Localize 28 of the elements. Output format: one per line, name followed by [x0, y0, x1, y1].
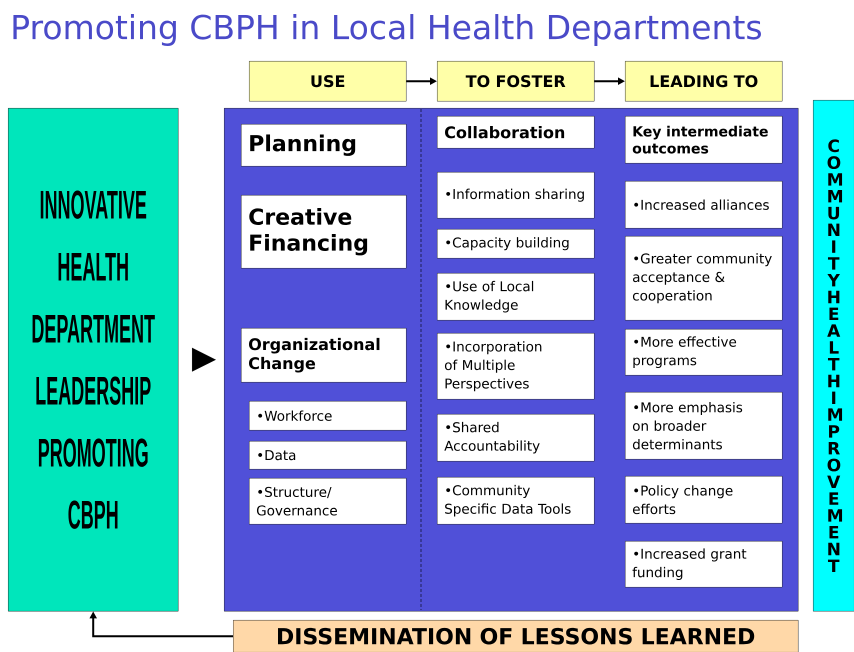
text-box: •Information sharing: [437, 172, 594, 218]
text-box: Organizational Change: [241, 328, 406, 382]
text-box: Collaboration: [437, 116, 594, 148]
heading-box: LEADING TO: [625, 61, 782, 102]
text-box: •Structure/ Governance: [249, 478, 406, 524]
text-box: •Community Specific Data Tools: [437, 477, 594, 524]
text-box: •More emphasis on broader determinants: [625, 392, 782, 460]
text-box: Key intermediate outcomes: [625, 116, 782, 164]
title: Promoting CBPH in Local Health Departments: [13, 14, 761, 46]
text-box: •Use of Local Knowledge: [437, 273, 594, 320]
heading-box: TO FOSTER: [437, 61, 594, 102]
text-box: •Workforce: [249, 401, 406, 430]
text-box: •More effective programs: [625, 329, 782, 376]
text-box: Creative Financing: [241, 195, 406, 268]
heading-box: USE: [249, 61, 406, 102]
arrow: [192, 348, 216, 372]
text-box: •Shared Accountability: [437, 414, 594, 462]
dissemination-banner: DISSEMINATION OF LESSONS LEARNED: [233, 620, 798, 652]
text-box: •Capacity building: [437, 229, 594, 258]
text-box: •Increased grant funding: [625, 541, 782, 588]
text-box: •Increased alliances: [625, 181, 782, 228]
text-box: •Policy change efforts: [625, 476, 782, 524]
outcome-banner: COMMUNITY HEALTH IMPROVEMENT: [813, 100, 854, 612]
text-box: •Greater community acceptance & cooperation: [625, 236, 782, 320]
text-box: •Incorporation of Multiple Perspectives: [437, 333, 594, 400]
text-box: •Data: [249, 441, 406, 470]
leadership-box: INNOVATIVE HEALTH DEPARTMENT LEADERSHIP PROMOTING CBPH: [8, 108, 178, 612]
text-box: Planning: [241, 124, 406, 166]
